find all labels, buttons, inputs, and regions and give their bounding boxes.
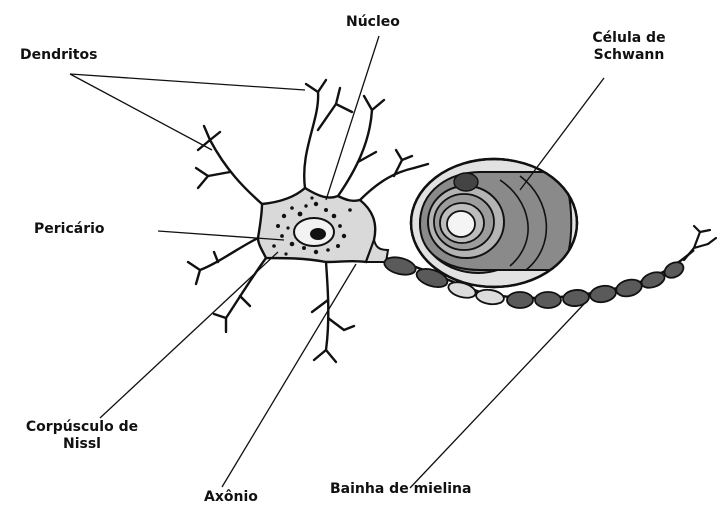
label-celula-schwann-line1: Célula de <box>570 30 688 47</box>
leader-schwann <box>520 78 604 190</box>
label-axonio: Axônio <box>204 489 258 506</box>
label-nucleo: Núcleo <box>346 14 400 31</box>
leader-nissl <box>100 252 278 418</box>
nucleolus <box>310 228 326 240</box>
label-celula-schwann: Célula de Schwann <box>570 30 688 64</box>
label-celula-schwann-line2: Schwann <box>570 47 688 64</box>
label-pericario: Pericário <box>34 221 105 238</box>
leader-bainha <box>410 304 584 488</box>
label-dendritos: Dendritos <box>20 47 97 64</box>
leader-dendritos-b <box>70 74 212 150</box>
leader-dendritos-a <box>70 74 305 90</box>
label-bainha-mielina: Bainha de mielina <box>330 481 471 498</box>
label-corpusculo-nissl: Corpúsculo de Nissl <box>8 419 156 453</box>
schwann-cell-inset <box>411 159 577 287</box>
label-nissl-line2: Nissl <box>8 436 156 453</box>
label-nissl-line1: Corpúsculo de <box>8 419 156 436</box>
axon-terminal <box>684 226 716 260</box>
